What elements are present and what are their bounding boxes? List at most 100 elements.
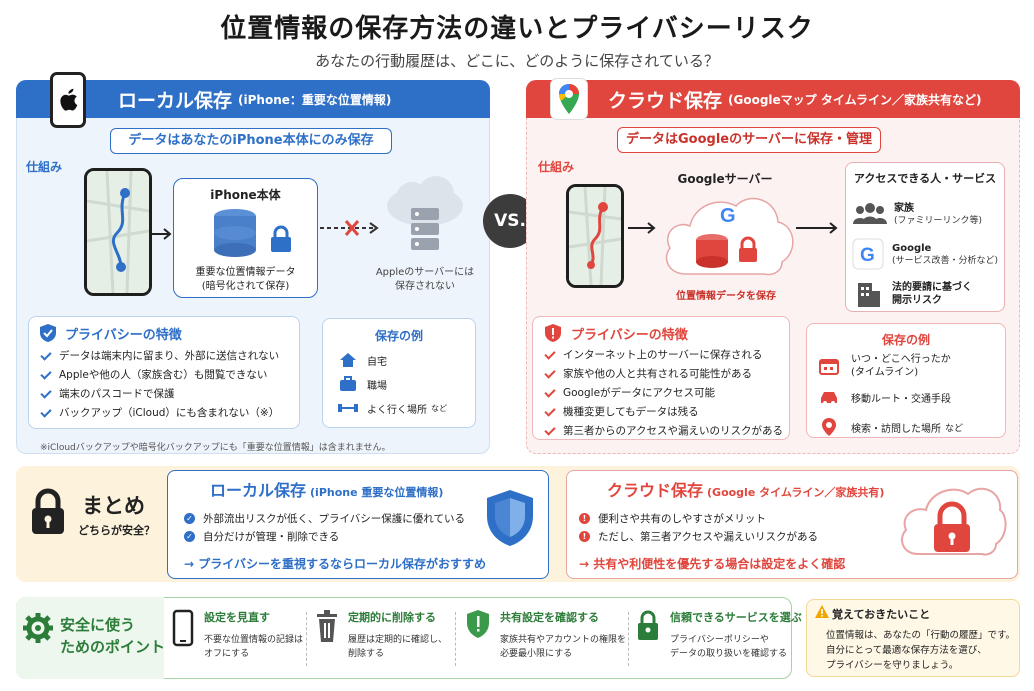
iphone-box-desc-line1: 重要な位置情報データ [195,267,296,278]
iphone-box-desc-line2: (暗号化されて保存) [201,281,290,292]
check-icon [40,387,52,399]
tip-trusted-services: 信頼できるサービスを選ぶ プライバシーポリシーやデータの取り扱いを確認する [636,609,802,671]
cloud-storage-header: クラウド保存 (Googleマップ タイムライン／家族共有など) [526,80,1020,118]
list-item-text: 家族や他の人と共有される可能性がある [563,368,752,380]
local-footnote: ※iCloudバックアップや暗号化バックアップにも「重要な位置情報」は含まれませ… [40,443,391,453]
cloud-privacy-list: インターネット上のサーバーに保存される 家族や他の人と共有される可能性がある G… [533,346,789,441]
list-item-text: 第三者からのアクセスや漏えいのリスクがある [563,425,783,437]
tip-review-settings: 設定を見直す 不要な位置情報の記録はオフにする [172,609,308,671]
list-item-text: Appleや他の人（家族含む）も閲覧できない [59,369,268,381]
access-arrow-icon [796,222,838,234]
summary-item-text: 便利さや共有のしやすさがメリット [598,512,766,525]
list-item-text: 機種変更してもデータは残る [563,406,699,418]
check-icon [40,406,52,418]
blocked-arrow-icon [320,220,379,236]
alert-dot-icon: ! [579,530,590,542]
home-icon [340,353,356,367]
access-item-family: 家族(ファミリーリンク等) [852,196,1002,232]
summary-item-text: ただし、第三者アクセスや漏えいリスクがある [598,530,818,543]
gear-icon [23,613,53,643]
remember-line: プライバシーを守りましょう。 [826,660,959,671]
warning-icon [815,605,829,618]
example-label: いつ・どこへ行ったか [851,354,951,365]
apple-server-text-line2: 保存されない [395,281,455,292]
example-route: 移動ルート・交通手段 [819,382,1005,412]
example-sub: (タイムライン) [851,367,919,378]
list-item: 家族や他の人と共有される可能性がある [543,365,789,384]
summary-lock-icon [32,488,64,534]
tip-divider [455,612,456,666]
local-mechanism-label: 仕組み [26,160,63,174]
shield-alert-icon [467,610,489,638]
tip-desc: 必要最小限にする [500,649,573,659]
local-examples-title: 保存の例 [374,329,423,343]
tips-title: 安全に使う ためのポイント [60,614,165,658]
briefcase-icon [340,376,356,391]
summary-title: まとめ [82,494,145,518]
tips-title-line1: 安全に使う [60,616,136,634]
summary-sub: どちらが安全？ [78,524,155,537]
summary-cloud-head-sub: (Google タイムライン／家族共有) [707,486,885,499]
tip-check-sharing: 共有設定を確認する 家族共有やアカウントの権限を必要最小限にする [466,609,630,671]
local-storage-pill: データはあなたのiPhone本体にのみ保存 [110,128,392,154]
tip-title: 設定を見直す [204,611,270,624]
summary-item-text: 自分だけが管理・削除できる [203,530,340,543]
summary-cloud-reco: → 共有や利便性を優先する場合は設定をよく確認 [579,557,846,571]
example-timeline: いつ・どこへ行ったか (タイムライン) [819,350,1005,382]
tip-title: 共有設定を確認する [500,611,599,624]
google-maps-icon [550,78,588,120]
apple-phone-icon [50,72,86,128]
cloud-privacy-card: プライバシーの特徴 インターネット上のサーバーに保存される 家族や他の人と共有さ… [532,316,790,440]
access-name: 家族 [894,202,914,214]
cloud-privacy-title: プライバシーの特徴 [571,327,688,343]
check-icon [40,349,52,361]
summary-cloud-item: ! ただし、第三者アクセスや漏えいリスクがある [579,527,1017,545]
remember-line: 位置情報は、あなたの「行動の履歴」です。 [826,630,1016,641]
list-item: 機種変更してもデータは残る [543,403,789,422]
calendar-icon [819,359,839,375]
summary-local-head: ローカル保存(iPhone 重要な位置情報) [210,477,548,501]
remember-line: 自分にとって最適な保存方法を選び、 [826,645,987,656]
access-list: 家族(ファミリーリンク等) G Google(サービス改善・分析など) 法的要請… [852,196,1002,312]
summary-cloud-head: クラウド保存(Google タイムライン／家族共有) [607,477,1017,501]
access-title: アクセスできる人・サービス [853,172,997,185]
tip-divider [306,612,307,666]
tip-divider [628,612,629,666]
example-suffix: など [945,423,964,434]
summary-local-head-sub: (iPhone 重要な位置情報) [310,486,444,499]
page-subtitle: あなたの行動履歴は、どこに、どのように保存されている？ [315,52,719,70]
example-label: 職場 [367,380,387,392]
summary-local-reco: → プライバシーを重視するならローカル保存がおすすめ [184,557,486,571]
list-item: 端末のパスコードで保護 [39,385,299,404]
tip-title: 信頼できるサービスを選ぶ [670,611,802,624]
summary-item-text: 外部流出リスクが低く、プライバシー保護に優れている [203,512,465,525]
example-home: 自宅 [337,348,475,372]
check-icon [544,424,556,436]
cloud-mechanism-label: 仕組み [538,160,575,174]
check-icon [544,405,556,417]
local-header-sub: (iPhone：重要な位置情報) [238,92,392,107]
page-title: 位置情報の保存方法の違いとプライバシーリスク [220,14,814,44]
iphone-box-title: iPhone本体 [210,188,281,202]
list-item-text: バックアップ（iCloud）にも含まれない（※） [59,407,280,419]
check-icon [544,367,556,379]
google-server-label: Googleサーバー [677,172,773,186]
access-name: 法的要請に基づく [892,282,972,293]
tip-desc: 削除する [348,649,385,659]
local-header-title: ローカル保存 [118,89,233,112]
check-icon [544,348,556,360]
tip-delete-regularly: 定期的に削除する 履歴は定期的に確認し、削除する [316,609,456,671]
tip-desc: 家族共有やアカウントの権限を [500,635,627,645]
example-work: 職場 [337,372,475,396]
lock-icon [271,225,291,252]
location-pin-icon [822,418,836,436]
svg-text:G: G [720,205,736,227]
cloud-header-sub: (Googleマップ タイムライン／家族共有など) [728,92,982,107]
list-item-text: 端末のパスコードで保護 [59,388,175,400]
check-dot-icon: ✓ [184,512,195,524]
alert-dot-icon: ! [579,512,590,524]
check-icon [544,386,556,398]
cloud-phone-map [566,184,624,288]
cloud-save-text: 位置情報データを保存 [676,291,776,302]
cloud-header-title: クラウド保存 [608,89,723,112]
